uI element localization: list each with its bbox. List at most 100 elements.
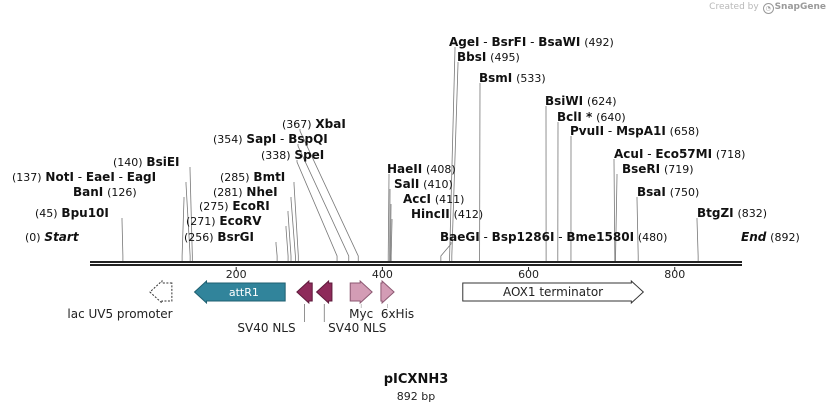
feature-label: SV40 NLS [328, 321, 386, 335]
feature-6xhis[interactable]: 6xHis [380, 279, 414, 321]
name-separator: - [643, 147, 655, 161]
feature-myc[interactable]: Myc [349, 279, 373, 321]
enzyme-name[interactable]: XbaI [315, 117, 345, 131]
enzyme-name[interactable]: EcoRV [219, 214, 262, 228]
site-hincii: HincII (412) [411, 207, 483, 221]
feature-sv40-nls[interactable]: SV40 NLS [237, 279, 313, 335]
enzyme-name[interactable]: SapI [246, 132, 276, 146]
feature-arrow[interactable] [296, 279, 313, 305]
svg-text:BanI (126): BanI (126) [73, 185, 137, 199]
site-leader-line [189, 167, 193, 262]
end-label: End (892) [741, 230, 800, 244]
feature-aox1-terminator[interactable]: AOX1 terminator [462, 279, 645, 305]
credit-prefix: Created by [709, 2, 759, 12]
svg-text:BclI * (640): BclI * (640) [557, 110, 626, 124]
site-position: (354) [213, 133, 243, 146]
svg-text:BbsI (495): BbsI (495) [457, 50, 520, 64]
feature-label: lac UV5 promoter [67, 307, 172, 321]
site-leader-line [297, 144, 350, 262]
enzyme-name[interactable]: Bpu10I [61, 206, 108, 220]
feature-sv40-nls[interactable]: SV40 NLS [315, 279, 387, 335]
svg-text:(137) NotI - EaeI - EagI: (137) NotI - EaeI - EagI [12, 170, 156, 184]
site-position: (275) [199, 200, 229, 213]
feature-arrow[interactable] [349, 279, 373, 305]
svg-text:AcuI - Eco57MI (718): AcuI - Eco57MI (718) [614, 147, 745, 161]
enzyme-name[interactable]: AgeI [449, 35, 479, 49]
feature-label: Myc [349, 307, 373, 321]
enzyme-name[interactable]: PvuII [570, 124, 604, 138]
site-position: (640) [596, 111, 626, 124]
enzyme-name[interactable]: BsiEI [146, 155, 179, 169]
site-bsiei: (140) BsiEI [113, 155, 180, 169]
enzyme-name[interactable]: NheI [246, 185, 277, 199]
enzyme-name[interactable]: Bme1580I [566, 230, 634, 244]
site-position: (408) [426, 163, 456, 176]
enzyme-name[interactable]: EagI [127, 170, 156, 184]
site-leader-line [121, 218, 124, 262]
site-sali: SalI (410) [394, 177, 453, 191]
feature-arrow[interactable] [380, 279, 395, 305]
enzyme-name[interactable]: BseRI [622, 162, 660, 176]
plasmid-size: 892 bp [396, 390, 436, 403]
enzyme-name[interactable]: Eco57MI [655, 147, 712, 161]
enzyme-name[interactable]: BsiWI [545, 94, 583, 108]
enzyme-name[interactable]: EaeI [86, 170, 115, 184]
enzyme-name[interactable]: BanI [73, 185, 103, 199]
name-separator: - [115, 170, 127, 184]
enzyme-name[interactable]: AccI [403, 192, 431, 206]
name-separator: - [554, 230, 566, 244]
feature-attr1[interactable]: attR1 [193, 279, 286, 305]
credit-brand: SnapGene [774, 2, 826, 12]
enzyme-name[interactable]: BsmI [479, 71, 512, 85]
enzyme-name[interactable]: SalI [394, 177, 419, 191]
enzyme-name[interactable]: AcuI [614, 147, 643, 161]
enzyme-name[interactable]: BsaWI [538, 35, 580, 49]
site-leader-line [636, 197, 639, 262]
site-position: (338) [261, 149, 291, 162]
site-leader-line [293, 182, 299, 262]
svg-text:SalI (410): SalI (410) [394, 177, 453, 191]
site-position: (285) [220, 171, 250, 184]
site-btgzi: BtgZI (832) [697, 206, 767, 220]
enzyme-name[interactable]: SpeI [294, 148, 324, 162]
enzyme-name[interactable]: BsaI [637, 185, 666, 199]
svg-text:(354) SapI - BspQI: (354) SapI - BspQI [213, 132, 328, 146]
feature-lac-uv5-promoter[interactable]: lac UV5 promoter [67, 279, 173, 321]
svg-text:(338) SpeI: (338) SpeI [261, 148, 324, 162]
enzyme-name[interactable]: EcoRI [232, 199, 269, 213]
site-leader-line [285, 226, 289, 262]
enzyme-name[interactable]: Bsp1286I [492, 230, 555, 244]
enzyme-name[interactable]: HincII [411, 207, 450, 221]
site-haeii: HaeII (408) [387, 162, 456, 176]
enzyme-name[interactable]: BclI * [557, 110, 593, 124]
site-nhei: (281) NheI [213, 185, 278, 199]
site-leader-line [387, 174, 390, 262]
feature-arrow[interactable] [462, 279, 645, 305]
site-position: (45) [35, 207, 58, 220]
svg-text:BseRI (719): BseRI (719) [622, 162, 694, 176]
ruler-tick-label: 200 [226, 268, 247, 281]
site-ecori: (275) EcoRI [199, 199, 270, 213]
enzyme-name[interactable]: HaeII [387, 162, 422, 176]
svg-text:PvuII - MspA1I (658): PvuII - MspA1I (658) [570, 124, 699, 138]
plasmid-name: pICXNH3 [383, 372, 449, 387]
svg-text:HincII (412): HincII (412) [411, 207, 483, 221]
enzyme-name[interactable]: BtgZI [697, 206, 734, 220]
enzyme-name[interactable]: BspQI [288, 132, 328, 146]
enzyme-name[interactable]: BmtI [253, 170, 285, 184]
enzyme-name[interactable]: BbsI [457, 50, 486, 64]
feature-arrow[interactable] [149, 279, 173, 305]
name-separator: - [74, 170, 86, 184]
enzyme-name[interactable]: BsrFI [491, 35, 526, 49]
enzyme-name[interactable]: NotI [45, 170, 74, 184]
feature-label: 6xHis [381, 307, 414, 321]
feature-arrow[interactable] [315, 279, 333, 305]
start-text: Start [44, 230, 79, 244]
enzyme-name[interactable]: BsrGI [217, 230, 254, 244]
enzyme-name[interactable]: MspA1I [616, 124, 666, 138]
feature-arrow[interactable] [193, 279, 286, 305]
site-bcli: BclI * (640) [557, 110, 626, 124]
site-leader-lines [121, 47, 699, 262]
snapgene-credit: Created by ◔SnapGene [709, 2, 826, 14]
enzyme-name[interactable]: BaeGI [440, 230, 480, 244]
